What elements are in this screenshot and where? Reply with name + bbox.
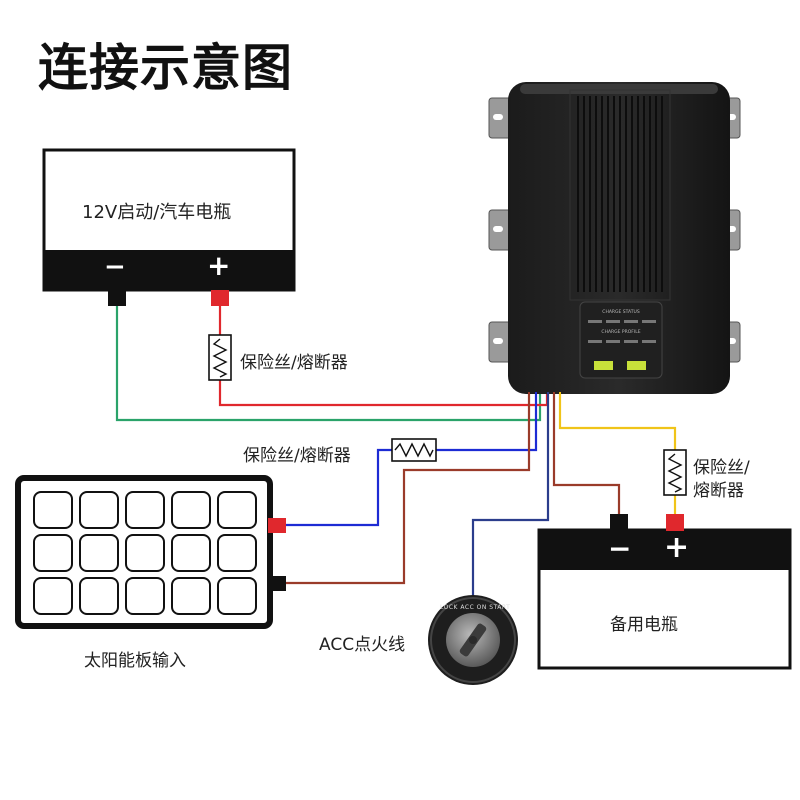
wire-navy-acc — [471, 392, 550, 615]
wire-red-starter-pos-2 — [218, 380, 549, 407]
solar-panel-label: 太阳能板输入 — [84, 651, 186, 671]
fuse-top-label: 保险丝/熔断器 — [240, 353, 348, 373]
fuse-right-icon — [663, 449, 687, 496]
wire-blue-solar-pos-2 — [436, 392, 538, 452]
fuse-top-icon — [208, 334, 232, 381]
fuse-mid-icon — [391, 438, 437, 462]
wire-blue-solar-pos — [286, 448, 392, 527]
charger-profile-title: CHARGE PROFILE — [601, 329, 640, 335]
fuse-mid-label: 保险丝/熔断器 — [243, 446, 351, 466]
solar-pos-terminal — [268, 518, 286, 533]
charger-button-left — [594, 361, 613, 370]
backup-neg-terminal — [610, 514, 628, 531]
ignition-switch-icon — [428, 595, 518, 685]
fuse-right-label-1: 保险丝/ — [693, 458, 750, 478]
wires — [115, 305, 677, 615]
backup-pos-terminal — [666, 514, 684, 531]
wire-yellow-backup-pos — [558, 392, 677, 450]
charger-device-image: CHARGE STATUS CHARGE PROFILE — [488, 82, 741, 400]
starter-pos-symbol: + — [207, 249, 231, 282]
backup-battery — [537, 514, 792, 670]
charger-button-right — [627, 361, 646, 370]
charger-status-title: CHARGE STATUS — [602, 309, 640, 315]
ignition-switch-text: LOCK ACC ON START — [440, 604, 511, 611]
ignition-label: ACC点火线 — [319, 635, 406, 655]
starter-battery-label: 12V启动/汽车电瓶 — [82, 202, 232, 223]
fuse-right-label-2: 熔断器 — [693, 481, 744, 501]
wire-brown-backup-neg — [552, 392, 621, 515]
page-title: 连接示意图 — [38, 39, 293, 97]
solar-panel-icon — [15, 475, 286, 629]
backup-neg-symbol: − — [608, 532, 632, 565]
starter-pos-terminal — [211, 290, 229, 306]
solar-neg-terminal — [268, 576, 286, 591]
backup-battery-label: 备用电瓶 — [610, 615, 678, 635]
starter-neg-terminal — [108, 290, 126, 306]
wire-brown-solar-neg — [286, 392, 531, 585]
starter-battery — [42, 148, 296, 306]
starter-neg-symbol: − — [104, 252, 126, 282]
backup-pos-symbol: + — [664, 530, 690, 565]
